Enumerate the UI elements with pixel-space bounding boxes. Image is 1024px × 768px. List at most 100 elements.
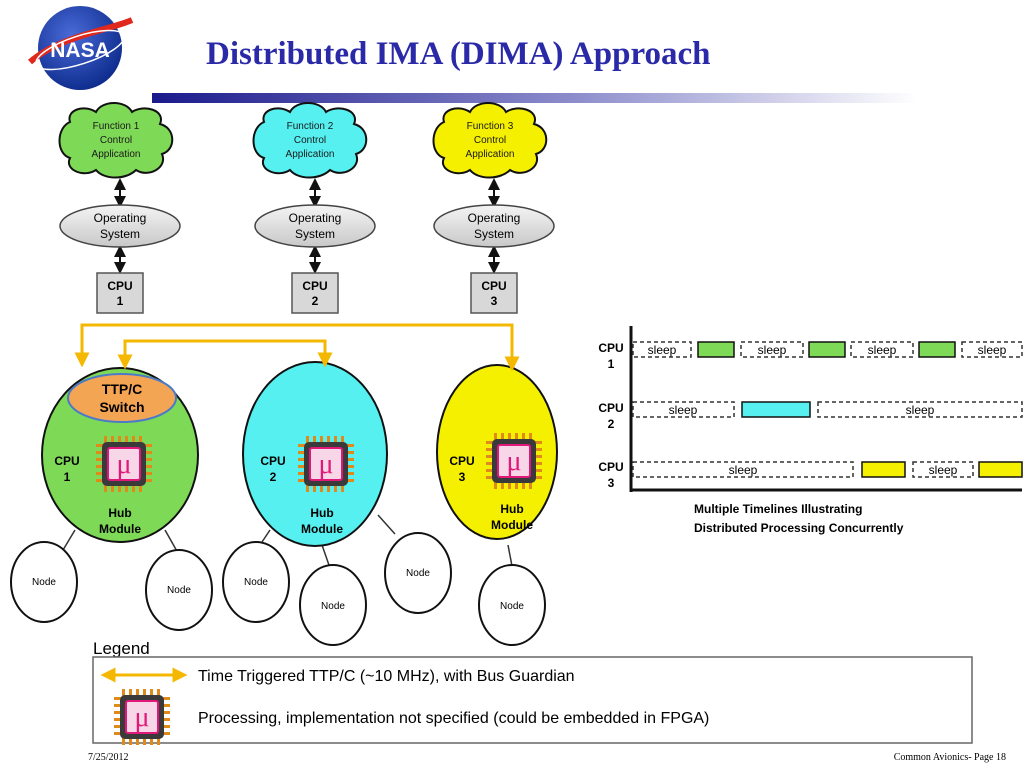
function-2-line3: Application (286, 149, 335, 160)
hub-1-cpu-line2: 1 (64, 470, 71, 484)
node-5-label: Node (406, 568, 430, 579)
legend-item-processing: Processing, implementation not specified… (198, 710, 709, 727)
os-2: Operating System (254, 204, 376, 248)
sleep-slot (850, 341, 914, 358)
footer-date: 7/25/2012 (88, 752, 129, 763)
cpu-box-1-line2: 1 (117, 294, 124, 308)
cpu-box-2-line2: 2 (312, 294, 319, 308)
chip-glyph: μ (116, 449, 131, 480)
active-slot (697, 341, 735, 358)
timeline-caption-line2: Distributed Processing Concurrently (694, 521, 904, 535)
hub-3-cpu-line2: 3 (459, 470, 466, 484)
os-2-line1: Operating (289, 211, 342, 225)
function-2-line2: Control (294, 135, 326, 146)
timeline-caption-line1: Multiple Timelines Illustrating (694, 502, 862, 516)
legend: Legend Time Triggered TTP/C (~10 MHz), w… (92, 639, 973, 746)
active-slot (741, 401, 811, 418)
sleep-label: sleep (648, 343, 677, 357)
node-1-label: Node (32, 577, 56, 588)
function-2-line1: Function 2 (287, 121, 334, 132)
sleep-label: sleep (906, 403, 935, 417)
chip-icon: μ (95, 435, 153, 493)
nasa-logo: NASA (28, 6, 134, 90)
function-1-line1: Function 1 (93, 121, 140, 132)
node-3-label: Node (244, 577, 268, 588)
hub-1-module-line2: Module (99, 522, 141, 536)
cpu-box-1: CPU 1 (96, 272, 144, 314)
hub-3-module-line1: Hub (500, 502, 523, 516)
sleep-slot (632, 461, 854, 478)
sleep-label: sleep (868, 343, 897, 357)
os-3-line1: Operating (468, 211, 521, 225)
hub-3-cpu-line1: CPU (449, 454, 474, 468)
node-3: Node (222, 541, 290, 623)
cpu-box-2-line1: CPU (302, 279, 327, 293)
switch-line2: Switch (99, 399, 144, 415)
function-3-line2: Control (474, 135, 506, 146)
hub-1-module-line1: Hub (108, 506, 131, 520)
function-3-line3: Application (466, 149, 515, 160)
chip-glyph: μ (506, 446, 521, 477)
function-3-line1: Function 3 (467, 121, 514, 132)
sleep-slot (740, 341, 804, 358)
hub-2-cpu-line1: CPU (260, 454, 285, 468)
os-1-line2: System (100, 227, 140, 241)
timeline-cpu-1-line1: CPU (598, 341, 623, 355)
hub-2-cpu-line2: 2 (270, 470, 277, 484)
function-1-line2: Control (100, 135, 132, 146)
node-4-label: Node (321, 601, 345, 612)
cpu-box-1-line1: CPU (107, 279, 132, 293)
function-cloud-1: Function 1 Control Application (58, 102, 174, 179)
sleep-slot (817, 401, 1023, 418)
function-cloud-3: Function 3 Control Application (432, 102, 548, 179)
node-2: Node (145, 549, 213, 631)
chip-icon: μ (485, 432, 543, 490)
sleep-label: sleep (978, 343, 1007, 357)
page-title: Distributed IMA (DIMA) Approach (206, 36, 711, 72)
footer-page: Common Avionics- Page 18 (893, 752, 1006, 763)
title-bar (152, 93, 917, 103)
os-3-line2: System (474, 227, 514, 241)
timelines: CPU 1 CPU 2 CPU 3 sleep sleep (598, 326, 1023, 535)
chip-icon: μ (113, 688, 171, 746)
node-6: Node (478, 564, 546, 646)
sleep-label: sleep (729, 463, 758, 477)
ttpc-switch: TTP/C Switch (67, 373, 177, 423)
timeline-cpu-3-line2: 3 (608, 476, 615, 490)
hub-1-cpu-line1: CPU (54, 454, 79, 468)
active-slot (918, 341, 956, 358)
node-5: Node (384, 532, 452, 614)
timeline-cpu-1-line2: 1 (608, 357, 615, 371)
chip-icon: μ (297, 435, 355, 493)
chip-glyph: μ (134, 702, 149, 733)
cpu-box-2: CPU 2 (291, 272, 339, 314)
node-6-label: Node (500, 601, 524, 612)
os-3: Operating System (433, 204, 555, 248)
cpu-box-3-line1: CPU (481, 279, 506, 293)
timeline-cpu-2-line2: 2 (608, 417, 615, 431)
cpu-box-3: CPU 3 (470, 272, 518, 314)
active-slot (978, 461, 1023, 478)
sleep-label: sleep (758, 343, 787, 357)
active-slot (808, 341, 846, 358)
timeline-cpu-3-line1: CPU (598, 460, 623, 474)
sleep-label: sleep (669, 403, 698, 417)
chip-glyph: μ (318, 449, 333, 480)
sleep-slot (912, 461, 974, 478)
ttpc-bus (74, 323, 520, 372)
sleep-label: sleep (929, 463, 958, 477)
hub-3-module-line2: Module (491, 518, 533, 532)
active-slot (861, 461, 906, 478)
hub-1-contents: CPU 1 μ Hub Module (54, 435, 153, 536)
cpu-box-3-line2: 3 (491, 294, 498, 308)
sleep-slot (961, 341, 1023, 358)
node-4: Node (299, 564, 367, 646)
os-1: Operating System (59, 204, 181, 248)
function-cloud-2: Function 2 Control Application (252, 102, 368, 179)
legend-title: Legend (93, 639, 150, 658)
node-2-label: Node (167, 585, 191, 596)
logo-text: NASA (50, 39, 110, 62)
hub-2-module-line1: Hub (310, 506, 333, 520)
switch-line1: TTP/C (102, 381, 142, 397)
